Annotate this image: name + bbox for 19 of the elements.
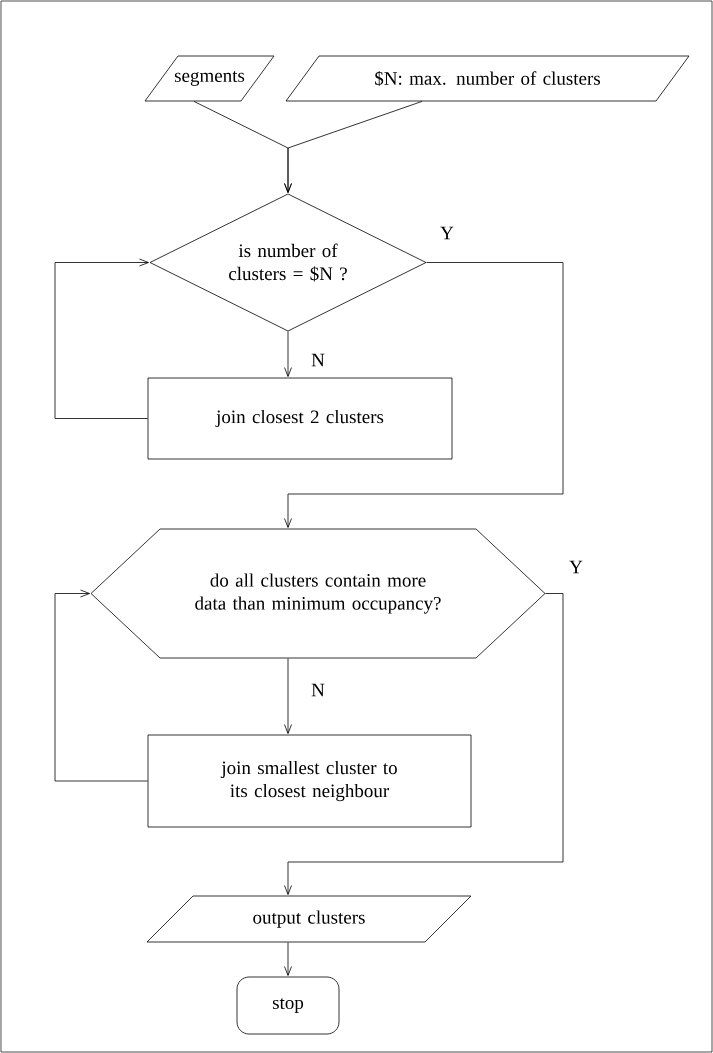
output-parallelogram: output clusters bbox=[146, 895, 472, 943]
arrow bbox=[284, 658, 292, 734]
arrow bbox=[284, 101, 423, 193]
process-box: join closest 2 clusters bbox=[147, 377, 453, 460]
terminal-box: stop bbox=[236, 976, 340, 1035]
decision-hexagon: do all clusters contain more data than minimum occupancy? bbox=[90, 528, 546, 659]
edge-label: N bbox=[310, 352, 326, 368]
arrow bbox=[284, 331, 292, 377]
arrow bbox=[284, 942, 292, 976]
edge-label: Y bbox=[568, 559, 584, 575]
arrow bbox=[54, 589, 148, 782]
arrow bbox=[54, 258, 149, 419]
process-box: join smallest cluster to its closest neighbour bbox=[147, 734, 472, 828]
input-parallelogram: $N: max. number of clusters bbox=[285, 55, 690, 102]
input-parallelogram: segments bbox=[144, 55, 275, 102]
edge-label: Y bbox=[439, 225, 455, 241]
arrow bbox=[284, 262, 564, 528]
edge-label: N bbox=[310, 682, 326, 698]
arrow bbox=[284, 593, 564, 895]
